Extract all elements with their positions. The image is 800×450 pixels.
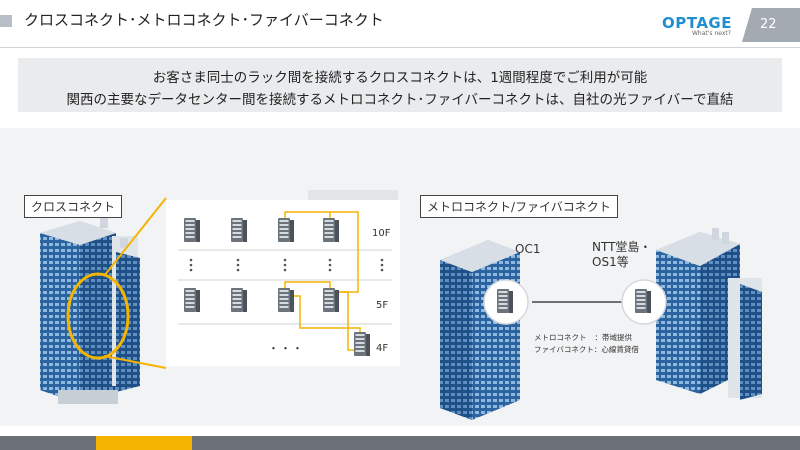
- ntt-rack-bubble: [621, 279, 667, 325]
- title-marker: [0, 15, 12, 27]
- page-number: 22: [760, 17, 777, 32]
- ntt-dojima-building: [656, 228, 762, 400]
- site-label-ntt-line2: OS1等: [592, 255, 629, 269]
- cross-connect-building: [40, 214, 140, 404]
- footer-accent: [96, 436, 192, 450]
- footer-bar: [0, 436, 800, 450]
- legend-fiber-desc: ：心線賃貸借: [593, 345, 639, 354]
- site-label-ntt-line1: NTT堂島・: [592, 240, 652, 254]
- floor-label-4f: 4F: [376, 343, 389, 354]
- diagram-area: クロスコネクト 10F 5F 4F ・・・ メトロコネクト/ファイバコネクト O…: [0, 128, 800, 426]
- oc1-building: [440, 240, 520, 420]
- legend-fiber-name: ファイバコネクト: [534, 345, 594, 354]
- cross-connect-label: クロスコネクト: [24, 195, 123, 218]
- summary-box: お客さま同士のラック間を接続するクロスコネクトは、1週間程度でご利用が可能 関西…: [18, 58, 782, 112]
- legend-metro-desc: ：帯域提供: [594, 333, 633, 342]
- logo-tagline: What's next?: [692, 30, 731, 37]
- metro-connect-label: メトロコネクト/ファイバコネクト: [420, 195, 618, 218]
- legend-fiber-connect: ファイバコネクト：心線賃貸借: [534, 344, 639, 355]
- optage-logo: OPTAGE What's next?: [662, 13, 732, 37]
- zoom-line-bottom: [103, 355, 167, 369]
- summary-line-2: 関西の主要なデータセンター間を接続するメトロコネクト･ファイバーコネクトは、自社…: [66, 92, 734, 108]
- summary-line-1: お客さま同士のラック間を接続するクロスコネクトは、1週間程度でご利用が可能: [152, 70, 648, 86]
- page-badge-shape: [742, 8, 800, 42]
- legend-metro-connect: メトロコネクト ：帯域提供: [534, 332, 632, 343]
- slide-title: クロスコネクト･メトロコネクト･ファイバーコネクト: [24, 11, 384, 29]
- zoom-line-top: [103, 197, 167, 277]
- site-label-oc1: OC1: [515, 242, 541, 256]
- logo-text: OPTAGE: [662, 14, 732, 32]
- header-divider: [0, 47, 800, 48]
- page-number-badge: 22: [742, 8, 800, 42]
- diagram-illustration: [40, 190, 762, 420]
- more-floors-ellipsis: ・・・: [268, 342, 304, 355]
- focus-circle: [66, 272, 130, 360]
- floor-label-10f: 10F: [372, 228, 391, 239]
- floor-label-5f: 5F: [376, 300, 389, 311]
- oc1-rack-bubble: [483, 279, 529, 325]
- legend-metro-name: メトロコネクト: [534, 333, 587, 342]
